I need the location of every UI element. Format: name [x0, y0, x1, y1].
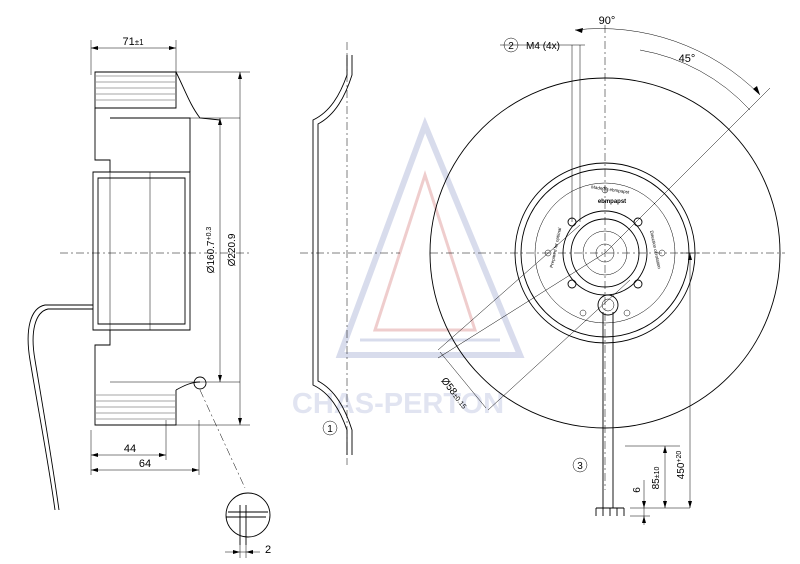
- dim-2: 2: [265, 544, 271, 556]
- screw-spec: M4 (4x): [526, 41, 560, 52]
- angle-90: 90°: [599, 15, 616, 27]
- callout-3: 3: [577, 461, 583, 472]
- detail-view: 2: [225, 492, 271, 558]
- angle-45: 45°: [679, 53, 696, 65]
- dim-width-71: 71±1: [122, 36, 144, 48]
- label-left: Prepared for optimal: [549, 227, 562, 268]
- label-right: Direction of rotation: [649, 230, 662, 270]
- callout-2: 2: [508, 41, 514, 52]
- dim-64: 64: [139, 458, 151, 470]
- profile-view: 1: [300, 42, 400, 465]
- label-brand: ebmpapst: [598, 199, 626, 205]
- label-made: Made by ebmpapst: [591, 184, 630, 194]
- dim-450: 450+20: [676, 451, 687, 480]
- dim-85: 85±10: [651, 467, 662, 490]
- dim-dia-220: Ø220.9: [227, 233, 238, 266]
- side-view: 71±1: [27, 36, 250, 511]
- watermark-text: CHAS-PERTON: [292, 388, 504, 420]
- watermark: CHAS-PERTON: [292, 116, 525, 420]
- dim-44: 44: [124, 443, 136, 455]
- callout-1: 1: [327, 424, 333, 435]
- dim-6: 6: [632, 487, 643, 493]
- dim-dia-160: Ø160.7+0.3: [206, 227, 217, 274]
